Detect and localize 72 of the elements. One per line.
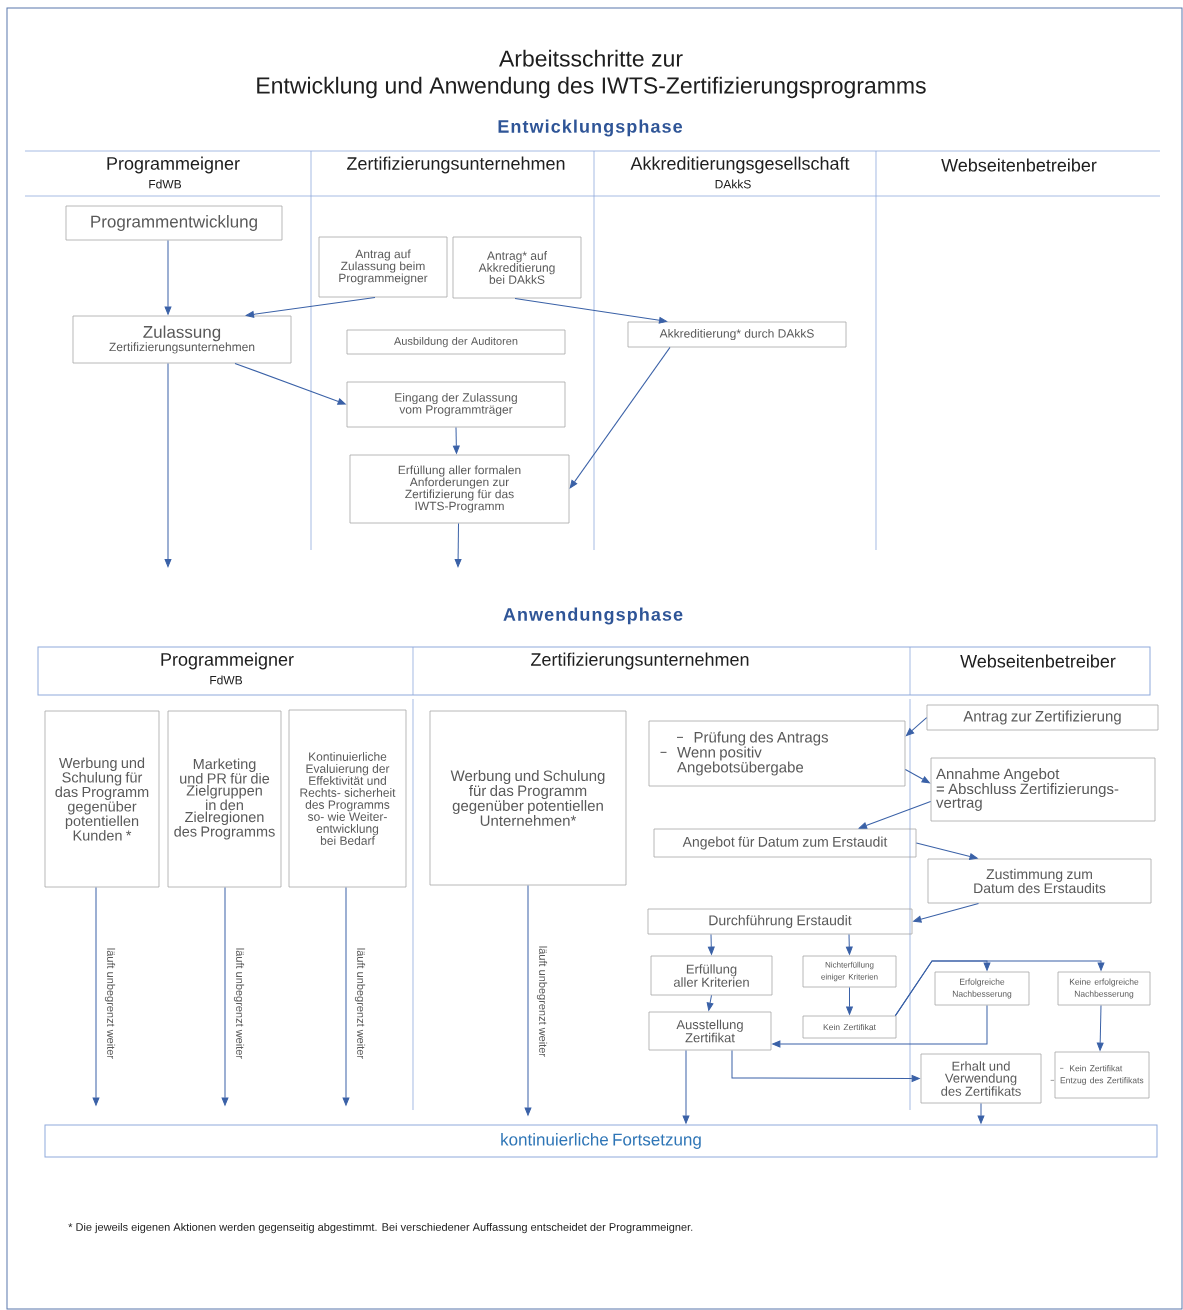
process-box: Erfüllung aller Kriterien xyxy=(650,955,773,996)
process-box: Ausbildung der Auditoren xyxy=(346,329,566,355)
edge-label: läuft unbegrenzt weiter xyxy=(354,948,366,1059)
arrow xyxy=(221,886,229,1106)
arrow xyxy=(524,884,532,1116)
arrow xyxy=(706,994,714,1011)
process-box: Erhalt und Verwendung des Zertifikats xyxy=(920,1053,1042,1104)
lane-header: Webseitenbetreiber xyxy=(941,158,1097,172)
edge-label: läuft unbegrenzt weiter xyxy=(104,948,116,1059)
process-box: Ausstellung Zertifikat xyxy=(648,1011,772,1051)
process-box: Durchführung Erstaudit xyxy=(647,908,913,935)
arrow xyxy=(707,933,715,955)
process-box: Kontinuierliche Evaluierung der Effektivität und Rechts- sicherheit des Programms so- wie Weiter- entwicklung bei Bedarf xyxy=(288,709,407,888)
lane-subtitle: FdWB xyxy=(149,179,182,189)
process-box: Werbung und Schulung für das Programm gegenüber potentiellen Kunden * xyxy=(44,710,160,888)
lane-header: Zertifizierungsunternehmen xyxy=(347,156,565,174)
process-box: Zustimmung zum Datum des Erstaudits xyxy=(927,858,1152,904)
arrow xyxy=(772,1004,988,1048)
process-box: Erfüllung aller formalen Anforderungen zur Zertifizierung für das IWTS-Programm xyxy=(349,454,570,524)
arrow xyxy=(682,1049,690,1124)
phase-heading: Anwendungsphase xyxy=(503,607,683,625)
arrow xyxy=(913,902,979,923)
process-box: Angebot für Datum zum Erstaudit xyxy=(653,828,917,858)
edge-label: läuft unbegrenzt weiter xyxy=(536,946,548,1057)
process-box: Annahme Angebot = Abschluss Zertifizierungs- vertrag xyxy=(930,757,1156,822)
lane-header: Webseitenbetreiber xyxy=(960,654,1116,668)
continuation-bar: kontinuierliche Fortsetzung xyxy=(44,1124,1158,1158)
arrow xyxy=(731,1049,920,1082)
process-box: Akkreditierung* durch DAkkS xyxy=(627,321,847,348)
edge-label: läuft unbegrenzt weiter xyxy=(233,948,245,1059)
lane-header: Programmeigner xyxy=(107,156,240,174)
arrow xyxy=(164,239,172,315)
arrow xyxy=(454,522,462,568)
process-box: Zulassung Zertifizierungsunternehmen xyxy=(72,315,292,364)
arrow xyxy=(342,886,350,1106)
arrow xyxy=(977,1102,985,1124)
arrow xyxy=(92,886,100,1106)
process-box: Marketing und PR für die Zielgruppen in den Zielregionen des Programms xyxy=(167,710,282,888)
process-box: Antrag auf Zulassung beim Programmeigner xyxy=(318,236,448,298)
arrow xyxy=(164,362,172,568)
process-box: Antrag* auf Akkreditierung bei DAkkS xyxy=(452,236,582,299)
process-box: Programmentwicklung xyxy=(65,205,283,241)
arrow xyxy=(569,346,671,489)
arrow xyxy=(904,769,930,784)
arrow xyxy=(234,362,346,405)
footnote: * Die jeweils eigenen Aktionen werden gegenseitig abgestimmt. Bei verschiedener Auffassung entscheidet der Programmeigner. xyxy=(68,1222,693,1234)
arrow xyxy=(915,842,978,860)
process-box: Prüfung des Antrags Wenn positiv Angebotsübergabe xyxy=(648,720,906,787)
arrow xyxy=(905,717,928,737)
title: Arbeitsschritte zur Entwicklung und Anwendung des IWTS-Zertifizierungsprogramms xyxy=(257,49,926,99)
process-box: Nichterfüllung einiger Kriterien xyxy=(802,955,897,988)
arrow xyxy=(1096,1004,1104,1051)
arrow xyxy=(514,297,668,324)
arrow xyxy=(245,296,376,318)
process-box: Eingang der Zulassung vom Programmträger xyxy=(346,381,566,428)
arrow xyxy=(858,801,932,829)
lane-subtitle: FdWB xyxy=(210,675,243,685)
process-box: Kein Zertifikat Entzug des Zertifikats xyxy=(1050,1051,1150,1099)
arrow xyxy=(845,933,853,955)
process-box: Keine erfolgreiche Nachbesserung xyxy=(1057,971,1151,1006)
arrow xyxy=(846,986,853,1015)
lane-header: Zertifizierungsunternehmen xyxy=(531,652,749,670)
phase-heading: Entwicklungsphase xyxy=(498,119,683,137)
process-box: Kein Zertifikat xyxy=(802,1015,897,1039)
arrow xyxy=(452,426,460,454)
arrow xyxy=(894,960,1105,1017)
lane-subtitle: DAkkS xyxy=(715,179,751,189)
process-box: Werbung und Schulung für das Programm gegenüber potentiellen Unternehmen* xyxy=(429,710,627,886)
lane-header: Programmeigner xyxy=(161,652,294,670)
process-box: Erfolgreiche Nachbesserung xyxy=(934,971,1030,1006)
lane-header: Akkreditierungsgesellschaft xyxy=(630,156,850,174)
process-box: Antrag zur Zertifizierung xyxy=(926,704,1159,731)
